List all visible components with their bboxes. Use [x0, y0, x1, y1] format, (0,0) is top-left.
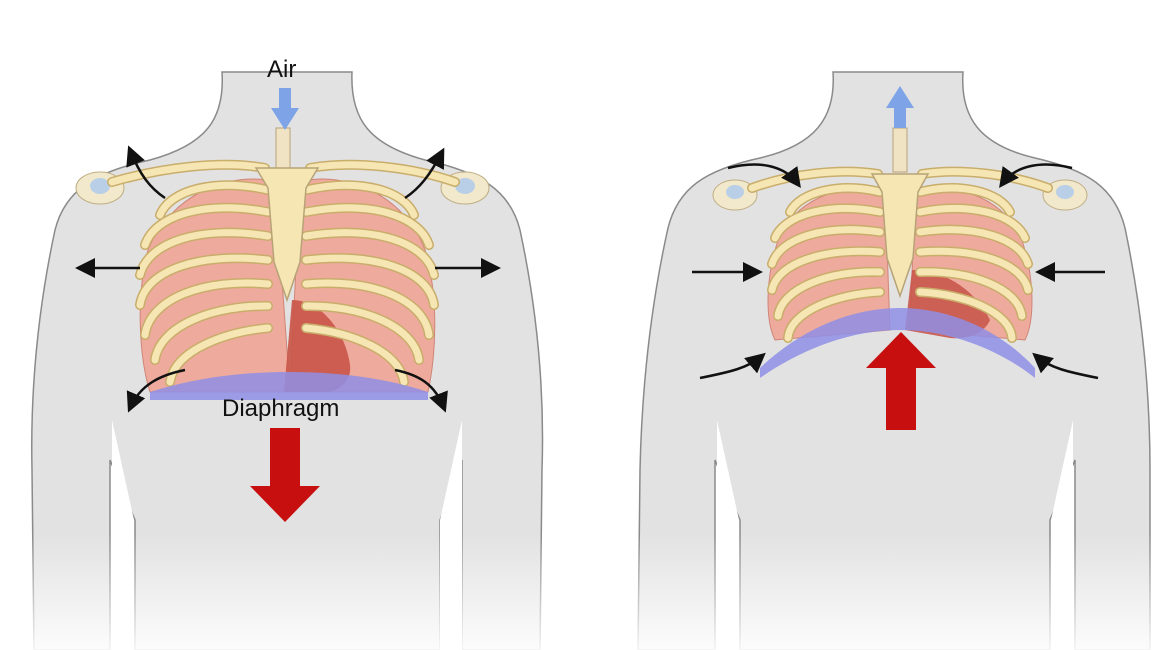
- air-label: Air: [267, 58, 296, 82]
- diaphragm-label: Diaphragm: [222, 397, 339, 421]
